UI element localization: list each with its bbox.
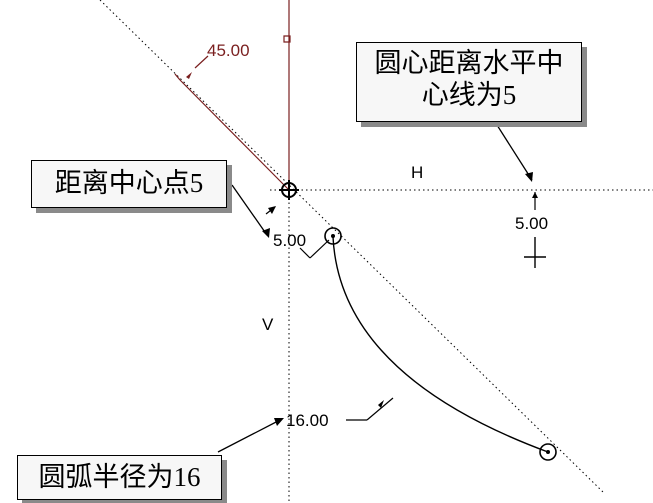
callout-center-distance: 距离中心点5 [31, 160, 227, 208]
axis-label-h: H [411, 163, 423, 182]
radius-dimension[interactable]: 16.00 [286, 397, 394, 430]
angle-dimension-text: 45.00 [207, 41, 250, 60]
center-point[interactable] [279, 180, 299, 200]
leader-center-distance [231, 184, 270, 238]
arc-end-point[interactable] [539, 443, 557, 461]
callout-arc-radius: 圆弧半径为16 [17, 455, 222, 500]
arc-geometry[interactable] [332, 236, 549, 453]
callout-horizontal-centerline: 圆心距离水平中 心线为5 [356, 42, 582, 122]
center-distance-dimension[interactable]: 5.00 [265, 206, 330, 259]
leader-horizontal-centerline [496, 124, 533, 182]
arc-start-point[interactable] [324, 227, 342, 245]
horizontal-offset-dimension[interactable]: 5.00 [515, 192, 548, 268]
diagonal-centerline [99, 0, 604, 493]
callout-line-2: 心线为5 [421, 80, 517, 110]
angle-dimension[interactable]: 45.00 [174, 0, 291, 191]
center-distance-text: 5.00 [273, 231, 306, 250]
callout-line-1: 圆心距离水平中 [374, 48, 564, 78]
horizontal-offset-text: 5.00 [515, 214, 548, 233]
radius-text: 16.00 [286, 411, 329, 430]
leader-arc-radius [217, 418, 284, 453]
axis-label-v: V [262, 315, 274, 334]
